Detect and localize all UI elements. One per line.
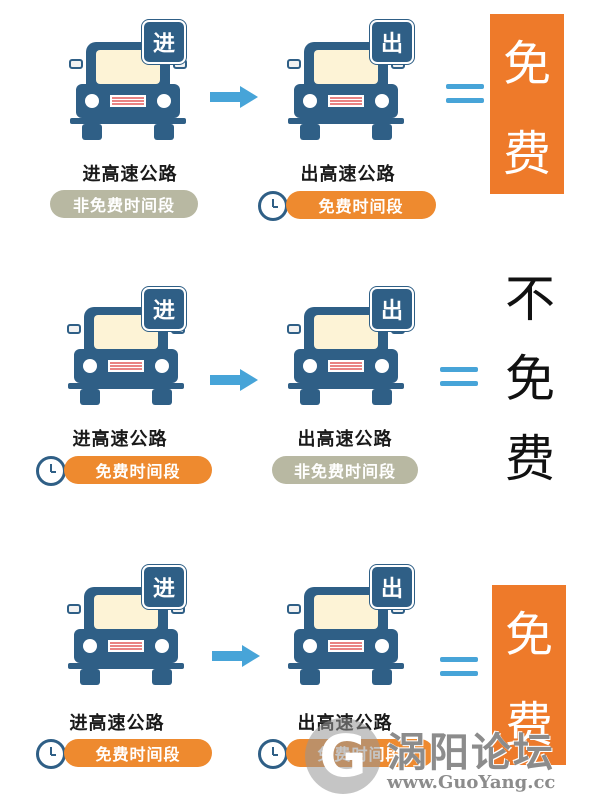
- arrow-right-icon: [210, 369, 258, 391]
- exit-caption: 出高速公路: [300, 164, 396, 185]
- result-not-free-text: 不 免 费: [500, 259, 560, 499]
- exit-car-icon: [287, 307, 405, 405]
- result-char: 免: [502, 36, 551, 92]
- result-char: 免: [504, 607, 553, 663]
- result-char: 免: [505, 350, 555, 408]
- result-free-box: 免 费: [492, 585, 566, 765]
- clock-icon: [258, 739, 288, 769]
- exit-caption: 出高速公路: [297, 429, 393, 450]
- result-free-box: 免 费: [490, 14, 564, 194]
- entry-caption: 进高速公路: [82, 164, 178, 185]
- entry-tag: 进: [142, 20, 186, 64]
- entry-period-badge: 免费时间段: [64, 739, 212, 767]
- forum-title: 涡阳论坛: [387, 730, 555, 776]
- exit-tag: 出: [370, 287, 414, 331]
- equals-icon: [446, 84, 484, 106]
- arrow-right-icon: [212, 645, 260, 667]
- forum-logo-icon: G: [305, 718, 381, 794]
- exit-tag: 出: [370, 20, 414, 64]
- arrow-right-icon: [210, 86, 258, 108]
- exit-period-badge: 免费时间段: [286, 191, 436, 219]
- forum-watermark: G 涡阳论坛 www.GuoYang.cc: [305, 710, 600, 799]
- entry-period-badge: 非免费时间段: [50, 190, 198, 218]
- exit-car-icon: [287, 587, 405, 685]
- clock-icon: [36, 456, 66, 486]
- result-char: 费: [505, 430, 555, 488]
- forum-url: www.GuoYang.cc: [387, 772, 556, 793]
- entry-car-icon: [67, 307, 185, 405]
- entry-caption: 进高速公路: [72, 429, 168, 450]
- entry-tag: 进: [142, 287, 186, 331]
- exit-car-icon: [287, 42, 405, 140]
- exit-tag: 出: [370, 565, 414, 609]
- entry-caption: 进高速公路: [69, 713, 165, 734]
- result-char: 费: [504, 697, 553, 753]
- result-char: 费: [502, 126, 551, 182]
- equals-icon: [440, 657, 478, 679]
- entry-tag: 进: [142, 565, 186, 609]
- clock-icon: [258, 191, 288, 221]
- entry-period-badge: 免费时间段: [64, 456, 212, 484]
- row-3: 进 进高速公路 免费时间段 出 出高速公路 免费时间段 免 费: [0, 545, 600, 805]
- row-1: 进 进高速公路 非免费时间段 出 出高速公路 免费时间段 免 费: [0, 0, 600, 260]
- entry-car-icon: [67, 587, 185, 685]
- result-char: 不: [505, 270, 555, 328]
- clock-icon: [36, 739, 66, 769]
- row-2: 进 进高速公路 免费时间段 出 出高速公路 非免费时间段 不 免 费: [0, 265, 600, 525]
- equals-icon: [440, 367, 478, 389]
- exit-period-badge: 非免费时间段: [272, 456, 418, 484]
